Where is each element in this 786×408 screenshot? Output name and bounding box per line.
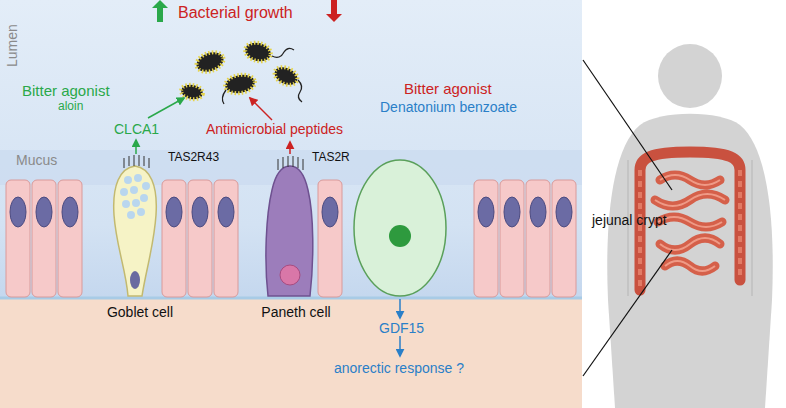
cell-label: Goblet cell: [80, 304, 200, 320]
up-arrow-head: [152, 0, 168, 8]
peptide-label: Antimicrobial peptides: [206, 121, 343, 137]
enteroendocrine-cell: [354, 160, 446, 296]
tas2r43-receptors: [124, 155, 149, 168]
zoom-line: [583, 60, 672, 190]
bacteria: [180, 40, 302, 104]
region-label: Mucus: [16, 152, 57, 168]
hormone-label: GDF15: [379, 320, 424, 336]
agonist-name: aloin: [58, 99, 83, 113]
lamina-ground: [0, 298, 582, 408]
region-label: Lumen: [4, 24, 20, 67]
lumen-ground: [0, 0, 582, 300]
zoom-line: [583, 250, 672, 376]
secretion-arrow: [135, 140, 137, 154]
growth-arrow: [148, 98, 184, 118]
agonist-label: Bitter agonist: [22, 82, 110, 99]
site-label: jejunal crypt: [592, 212, 667, 228]
nucleus: [130, 271, 140, 289]
agonist-name: Denatonium benzoate: [380, 99, 517, 115]
secretion-arrow: [289, 142, 291, 154]
inhibition-arrow: [250, 98, 272, 120]
effect-arrow: [399, 336, 401, 356]
cell-label: Paneth cell: [236, 304, 356, 320]
cell-node: Paneth cell: [236, 160, 356, 320]
cell-node: Goblet cell: [80, 160, 200, 320]
goblet-cell-shape: [114, 166, 157, 296]
effect-label: anorectic response ?: [334, 360, 464, 376]
receptor-label: TAS2R43: [168, 150, 219, 164]
protein-label: CLCA1: [114, 121, 159, 137]
mucin-granules: [120, 174, 150, 219]
nucleus: [389, 225, 411, 247]
down-arrow: [331, 0, 337, 16]
release-arrow: [399, 299, 401, 318]
paneth-cell-shape: [266, 166, 313, 296]
down-arrow-head: [326, 14, 342, 22]
tas2r-receptors: [278, 156, 303, 170]
receptor-label: TAS2R: [312, 150, 350, 164]
agonist-label: Bitter agonist: [404, 80, 492, 97]
paneth-granule: [280, 265, 300, 285]
effect-label: Bacterial growth: [178, 4, 293, 22]
